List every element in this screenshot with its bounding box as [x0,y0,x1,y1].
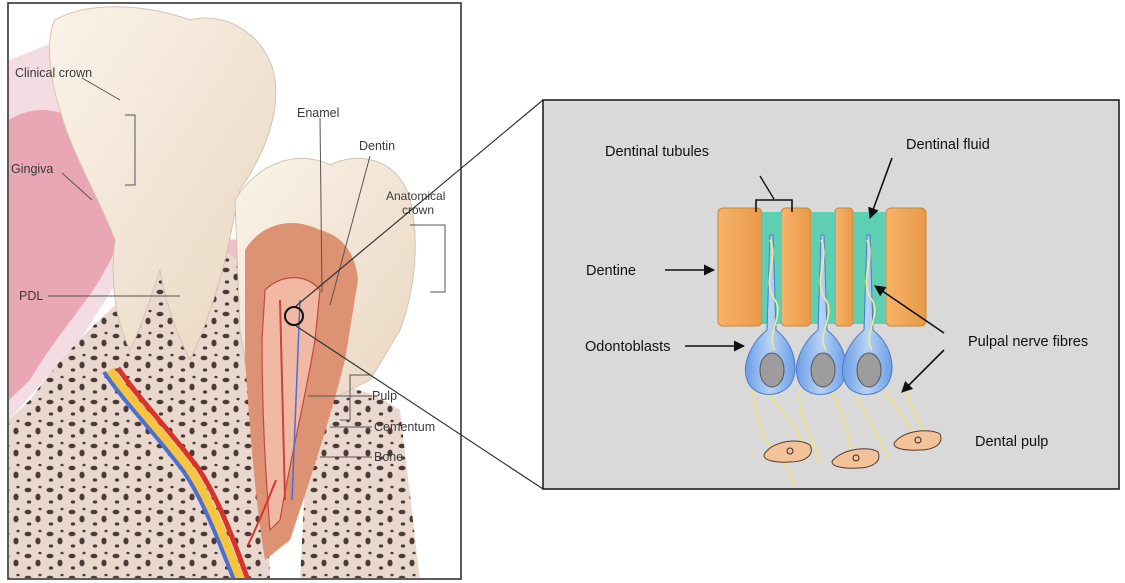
label-pulpal-nerve-fibres: Pulpal nerve fibres [968,334,1088,350]
label-gingiva: Gingiva [11,162,53,176]
label-pulp: Pulp [372,389,397,403]
tooth-cross-section-panel: Clinical crown Gingiva Enamel Dentin Ana… [8,3,461,580]
label-pdl: PDL [19,289,43,303]
label-clinical-crown: Clinical crown [15,66,92,80]
label-bone: Bone [374,450,403,464]
label-dentin: Dentin [359,139,395,153]
dentine-detail-panel: Dentinal tubules Dentinal fluid Dentine … [543,100,1119,489]
label-dental-pulp: Dental pulp [975,434,1048,450]
label-odontoblasts: Odontoblasts [585,339,670,355]
label-dentine: Dentine [586,263,636,279]
label-dentinal-tubules: Dentinal tubules [605,144,709,160]
label-enamel: Enamel [297,106,339,120]
label-dentinal-fluid: Dentinal fluid [906,137,990,153]
label-cementum: Cementum [374,420,435,434]
